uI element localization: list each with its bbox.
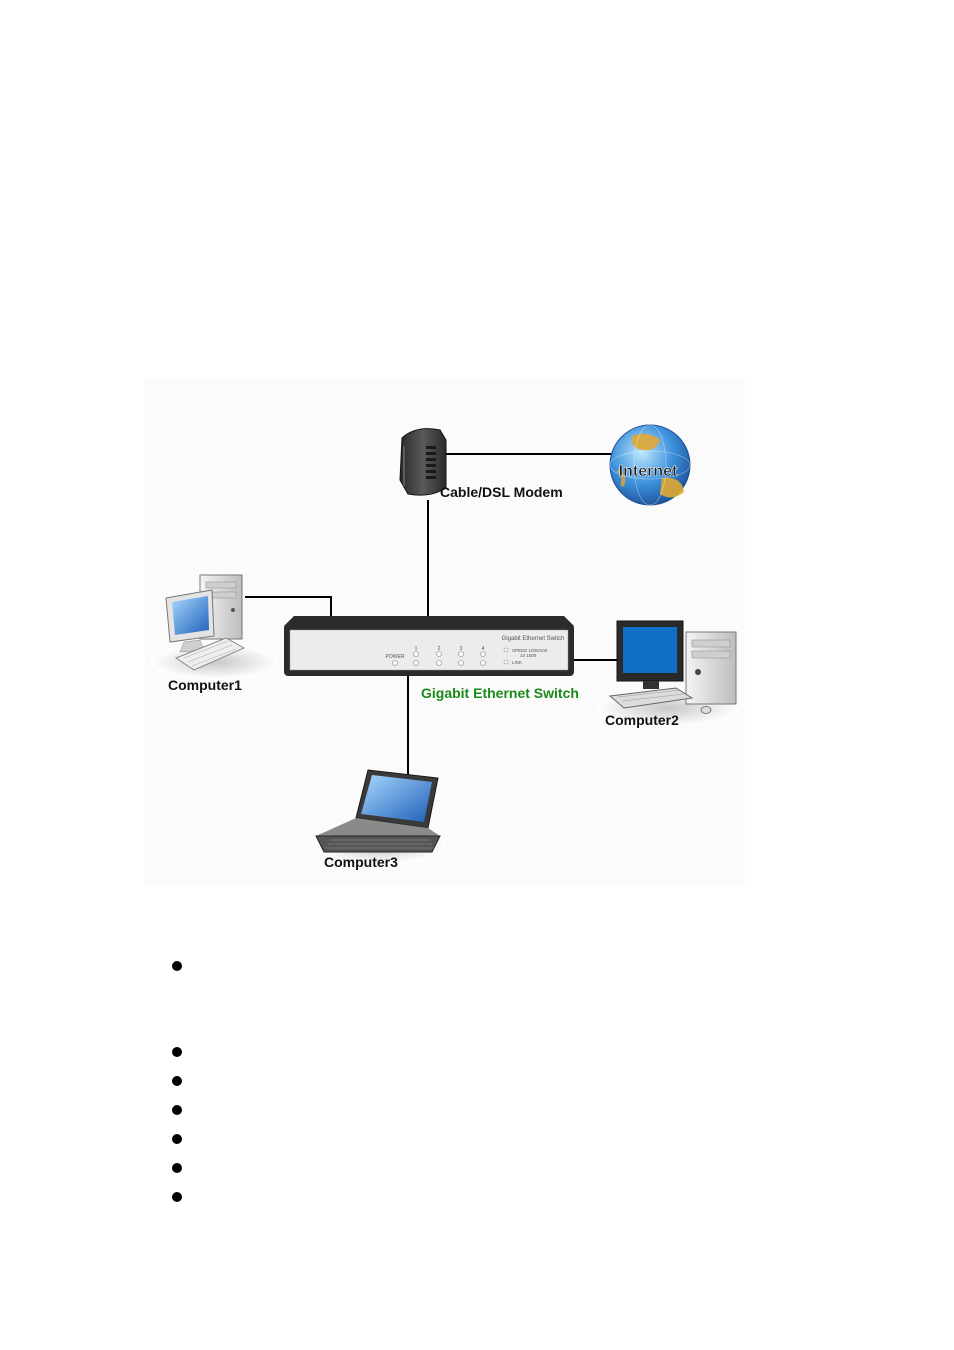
switch-power-label: POWER bbox=[386, 654, 405, 660]
bullet-marker bbox=[172, 1163, 182, 1173]
port-number-4: 4 bbox=[482, 646, 485, 652]
port-led bbox=[436, 651, 442, 657]
legend-led bbox=[503, 659, 509, 665]
port-led bbox=[413, 651, 419, 657]
computer2-label: Computer2 bbox=[605, 712, 679, 728]
modem-node: Cable/DSL Modem bbox=[399, 428, 563, 500]
port-led bbox=[480, 660, 486, 666]
edge-computer1-switch bbox=[245, 596, 332, 618]
switch-node: Gigabit Ethernet Switch POWER 1 2 3 4 SP… bbox=[284, 616, 579, 701]
bullet-marker bbox=[172, 1192, 182, 1202]
power-led bbox=[392, 660, 398, 666]
port-led bbox=[413, 660, 419, 666]
switch-panel-title: Gigabit Ethernet Switch bbox=[502, 636, 565, 642]
modem-label: Cable/DSL Modem bbox=[440, 484, 563, 500]
internet-label: Internet bbox=[619, 463, 678, 480]
port-led bbox=[480, 651, 486, 657]
port-led bbox=[436, 660, 442, 666]
legend-led bbox=[503, 647, 509, 653]
bullet-marker bbox=[172, 1076, 182, 1086]
port-number-3: 3 bbox=[460, 646, 463, 652]
computer3-node: Computer3 bbox=[314, 769, 446, 870]
computer1-node: Computer1 bbox=[151, 574, 279, 693]
connections bbox=[245, 453, 618, 776]
computer1-label: Computer1 bbox=[168, 677, 242, 693]
bullet-marker bbox=[172, 1134, 182, 1144]
internet-node: Internet bbox=[609, 424, 691, 506]
computer3-label: Computer3 bbox=[324, 854, 398, 870]
port-led bbox=[458, 660, 464, 666]
switch-legend-speed2: 10 1000 bbox=[520, 653, 537, 658]
computer2-node: Computer2 bbox=[596, 620, 740, 728]
port-number-1: 1 bbox=[415, 646, 418, 652]
switch-legend-speed: SPEED 1000/100 bbox=[512, 648, 548, 653]
switch-legend-link: LINK bbox=[512, 660, 522, 665]
switch-label: Gigabit Ethernet Switch bbox=[421, 685, 579, 701]
port-led bbox=[458, 651, 464, 657]
bullet-marker bbox=[172, 961, 182, 971]
port-number-2: 2 bbox=[438, 646, 441, 652]
bullet-marker bbox=[172, 1105, 182, 1115]
bullet-marker bbox=[172, 1047, 182, 1057]
